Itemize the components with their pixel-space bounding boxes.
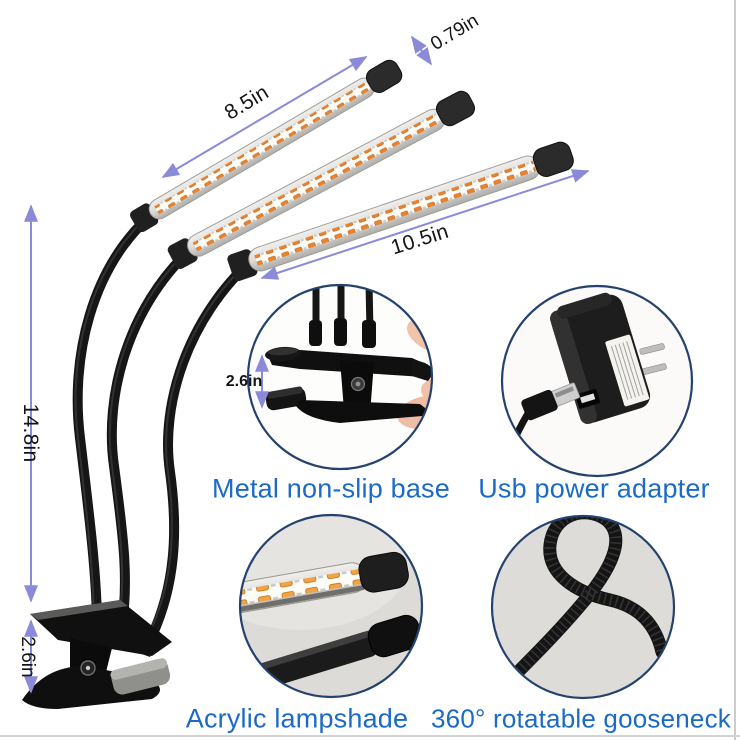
callout-acrylic-lampshade — [238, 513, 424, 699]
gooseneck-loop-icon — [492, 516, 669, 698]
feature-label-usb-adapter: Usb power adapter — [478, 473, 710, 504]
feature-label-metal-base: Metal non-slip base — [212, 473, 450, 504]
clamp-base-icon — [22, 600, 172, 709]
callout-metal-base — [246, 283, 434, 471]
arrow-10-5in — [260, 169, 590, 280]
feature-label-rotatable-gooseneck: 360° rotatable gooseneck — [431, 703, 731, 734]
dimension-label-clamp-opening: 2.6in — [225, 373, 263, 390]
arrow-0-79in — [410, 35, 433, 66]
usb-power-adapter-icon — [502, 292, 667, 468]
arrow-8-5in — [161, 56, 368, 178]
dimension-label-clamp-height: 2.6in — [17, 636, 38, 678]
dimension-arrows — [24, 35, 590, 694]
image-right-border — [734, 0, 736, 740]
image-bottom-border — [0, 735, 740, 737]
gooseneck-arms-icon — [72, 211, 257, 645]
feature-label-acrylic-lampshade: Acrylic lampshade — [185, 703, 409, 734]
callout-gooseneck — [490, 514, 676, 700]
dimension-label-overall-height: 14.8in — [19, 403, 42, 463]
callout-usb-adapter — [500, 284, 694, 478]
